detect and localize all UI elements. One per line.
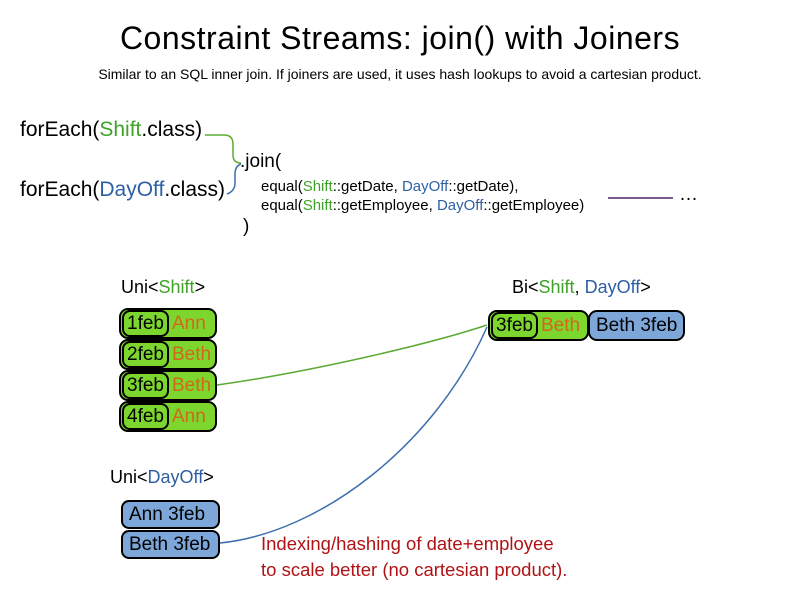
dayoff-type-token: DayOff [147, 467, 204, 487]
bi-label: Bi<Shift, DayOff> [512, 277, 651, 298]
code-text: ::getEmployee) [483, 197, 585, 214]
shift-type-token: Shift [158, 277, 195, 297]
table-row: 1feb Ann [119, 308, 217, 339]
date-cell: 4feb [122, 403, 169, 430]
code-text: equal( [261, 178, 303, 195]
page-title: Constraint Streams: join() with Joiners [119, 20, 681, 56]
uni-dayoff-label: Uni<DayOff> [110, 467, 214, 488]
uni-shift-label: Uni<Shift> [121, 277, 205, 298]
label-text: , [574, 277, 585, 297]
date-cell: 2feb [122, 341, 169, 368]
dayoff-type-token: DayOff [584, 277, 641, 297]
bi-table: 3feb Beth Beth 3feb [488, 310, 686, 341]
bi-dayoff-part: Beth 3feb [588, 310, 686, 341]
employee-cell: Beth [171, 374, 212, 396]
uni-shift-table: 1feb Ann 2feb Beth 3feb Beth 4feb Ann [119, 308, 217, 432]
employee-cell: Ann [171, 405, 206, 427]
date-cell: 3feb [122, 372, 169, 399]
join-link-dayoff-line [219, 326, 488, 544]
label-text: Uni< [110, 467, 148, 487]
code-text: ::getEmployee, [332, 197, 437, 214]
label-text: Uni< [121, 277, 159, 297]
table-row: Ann 3feb [121, 500, 220, 529]
employee-cell: Beth [171, 343, 212, 365]
code-text: .class) [164, 178, 226, 201]
table-row: 2feb Beth [119, 339, 217, 370]
date-cell: 3feb [491, 312, 538, 339]
dayoff-class-token: DayOff [436, 197, 484, 214]
shift-type-token: Shift [538, 277, 575, 297]
table-row: 3feb Beth [119, 370, 217, 401]
dayoff-class-token: DayOff [99, 178, 165, 201]
code-foreach-dayoff: forEach(DayOff.class) [20, 178, 225, 202]
label-text: > [194, 277, 206, 297]
date-cell: 1feb [122, 310, 169, 337]
code-text: forEach( [20, 178, 100, 201]
code-text: ::getDate, [332, 178, 402, 195]
label-text: > [203, 467, 214, 487]
code-text: equal( [261, 197, 303, 214]
shift-class-token: Shift [302, 197, 333, 214]
note-line-2: to scale better (no cartesian product). [261, 559, 568, 580]
note-text: Indexing/hashing of date+employee to sca… [261, 531, 567, 583]
label-text: > [640, 277, 651, 297]
code-text: forEach( [20, 118, 100, 141]
employee-cell: Ann [171, 312, 206, 334]
code-joiner-employee: equal(Shift::getEmployee, DayOff::getEmp… [261, 197, 584, 214]
join-link-shift-line [216, 324, 488, 386]
shift-class-token: Shift [302, 178, 333, 195]
code-join-open: .join( [240, 151, 282, 172]
label-text: Bi< [512, 277, 539, 297]
employee-cell: Beth [540, 314, 581, 336]
page-subtitle: Similar to an SQL inner join. If joiners… [98, 66, 702, 82]
bi-shift-part: 3feb Beth [488, 310, 589, 341]
table-row: Beth 3feb [121, 530, 220, 559]
uni-dayoff-table: Ann 3feb Beth 3feb [121, 500, 220, 559]
code-text: .class) [141, 118, 203, 141]
code-foreach-shift: forEach(Shift.class) [20, 118, 202, 142]
table-row: 4feb Ann [119, 401, 217, 432]
ellipsis-text: … [679, 184, 699, 205]
note-line-1: Indexing/hashing of date+employee [261, 533, 554, 554]
brace-dayoff-line [226, 163, 242, 195]
brace-shift-line [205, 134, 242, 164]
shift-class-token: Shift [99, 118, 142, 141]
code-text: ::getDate), [448, 178, 519, 195]
code-joiner-date: equal(Shift::getDate, DayOff::getDate), [261, 178, 518, 195]
code-join-close: ) [243, 216, 250, 237]
dayoff-class-token: DayOff [401, 178, 449, 195]
